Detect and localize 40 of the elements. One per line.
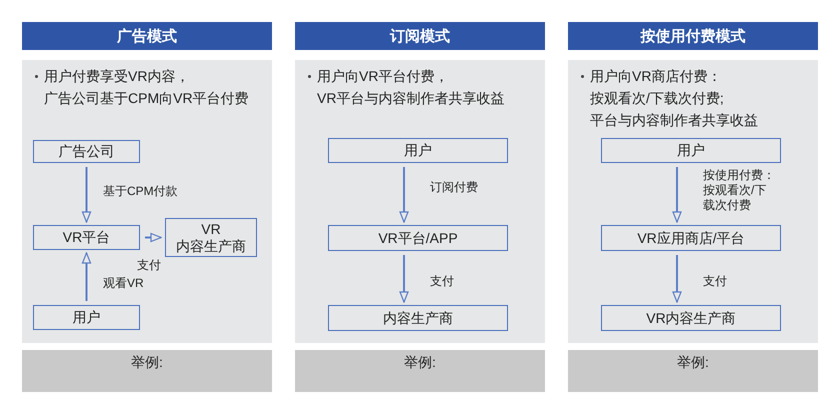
panel-background — [295, 60, 545, 343]
arrow — [399, 255, 409, 303]
process-box: 用户 — [33, 305, 140, 330]
bullet-text: 用户向VR商店付费： — [590, 68, 722, 86]
title-bar: 广告模式 — [22, 22, 272, 50]
arrow — [672, 167, 682, 223]
edge-label: 按使用付费：按观看次/下载次付费 — [703, 168, 775, 213]
process-box: VR平台 — [33, 225, 140, 250]
process-box: 用户 — [601, 138, 781, 163]
bullet-text: 用户付费享受VR内容， — [44, 68, 190, 86]
edge-label: 支付 — [703, 274, 728, 289]
bullet-text: 广告公司基于CPM向VR平台付费 — [44, 90, 249, 108]
process-box: VR平台/APP — [328, 225, 508, 251]
panel-background — [22, 60, 272, 343]
edge-label: 基于CPM付款 — [103, 184, 179, 199]
arrow — [399, 167, 409, 223]
process-box: VR内容生产商 — [601, 305, 781, 331]
example-bar: 举例: — [568, 350, 818, 392]
arrow — [145, 232, 162, 242]
panel-background — [568, 60, 818, 343]
bullet-text: 按观看次/下载次付费; — [590, 90, 724, 108]
arrow — [82, 167, 92, 223]
process-box: VR应用商店/平台 — [601, 225, 781, 251]
example-bar: 举例: — [22, 350, 272, 392]
title-bar: 按使用付费模式 — [568, 22, 818, 50]
arrow — [82, 252, 92, 301]
edge-label: 观看VR — [103, 276, 145, 291]
edge-label: 支付 — [137, 258, 162, 273]
edge-label: 支付 — [430, 274, 455, 289]
bullet-text: 平台与内容制作者共享收益 — [590, 112, 758, 130]
example-bar: 举例: — [295, 350, 545, 392]
process-box: 用户 — [328, 138, 508, 163]
process-box: 广告公司 — [33, 140, 140, 163]
bullet-text: 用户向VR平台付费， — [317, 68, 448, 86]
edge-label: 订阅付费 — [430, 180, 479, 195]
arrow — [672, 255, 682, 303]
process-box: 内容生产商 — [328, 305, 508, 331]
title-bar: 订阅模式 — [295, 22, 545, 50]
process-box: VR 内容生产商 — [165, 218, 257, 257]
bullet-text: VR平台与内容制作者共享收益 — [317, 90, 504, 108]
